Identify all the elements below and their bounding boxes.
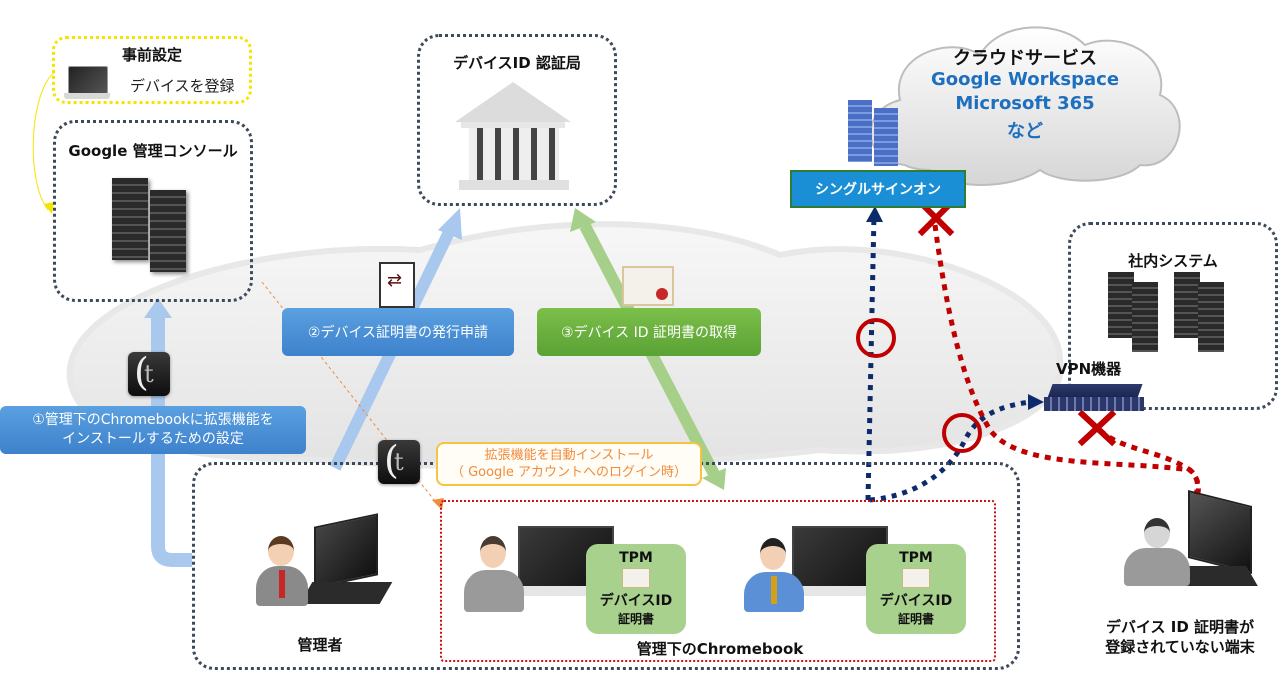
internal-server-icon <box>1108 272 1238 354</box>
cloud-title: クラウドサービス <box>953 48 1097 69</box>
cloud-service-3: など <box>1007 121 1043 142</box>
vpn-device-icon <box>1044 384 1144 414</box>
cloud-service-1: Google Workspace <box>930 69 1120 90</box>
managed-user-male <box>740 526 892 616</box>
deny-mark-vpn <box>1077 409 1117 447</box>
step1-label: ①管理下のChromebookに拡張機能を インストールするための設定 <box>0 406 306 454</box>
sso-server-icon <box>846 96 906 166</box>
admin-label: 管理者 <box>297 636 343 654</box>
pre-setup-box <box>52 36 252 104</box>
certificate-icon <box>622 266 674 306</box>
auto-install-note: 拡張機能を自動インストール （ Google アカウントへのログイン時） <box>436 442 702 486</box>
step3-label: ③デバイス ID 証明書の取得 <box>537 308 761 356</box>
step1-line2: インストールするための設定 <box>62 431 244 447</box>
managed-chromebook-label: 管理下のChromebook <box>636 640 804 658</box>
step1-arrow <box>151 316 192 567</box>
internal-system-title: 社内システム <box>1128 252 1218 270</box>
unregistered-device-avatar <box>1122 490 1262 594</box>
certificate-request-icon: ⇄ <box>379 262 415 308</box>
ok-mark-vpn <box>942 413 982 453</box>
managed-user-female <box>460 526 618 616</box>
unregistered-label-line1: デバイス ID 証明書が <box>1105 618 1255 636</box>
extension-icon: (t <box>128 350 170 396</box>
tpm-certificate-icon-2 <box>902 568 930 588</box>
managed-chromebook-box <box>440 500 996 662</box>
auto-install-line1: 拡張機能を自動インストール <box>484 448 654 463</box>
ok-mark-sso <box>856 318 896 358</box>
step1-line1: ①管理下のChromebookに拡張機能を <box>32 412 274 428</box>
step2-label: ②デバイス証明書の発行申請 <box>282 308 514 356</box>
google-console-box <box>53 120 253 302</box>
tpm-cert-line1-1: デバイスID <box>599 593 673 609</box>
tpm-badge-2: TPM デバイスID 証明書 <box>866 544 966 634</box>
denied-path-sso <box>932 224 1200 498</box>
denied-path-vpn <box>1098 428 1201 500</box>
bank-building-icon <box>455 82 575 190</box>
tpm-cert-line2-2: 証明書 <box>897 612 934 626</box>
ca-box <box>417 34 617 206</box>
presetup-connector <box>32 71 56 211</box>
tpm-title-1: TPM <box>619 550 653 566</box>
tpm-cert-line1-2: デバイスID <box>879 593 953 609</box>
allowed-path-sso <box>865 214 877 501</box>
tpm-badge-1: TPM デバイスID 証明書 <box>586 544 686 634</box>
server-rack-icon <box>108 172 198 272</box>
tpm-title-2: TPM <box>899 550 933 566</box>
cloud-service-shape <box>869 26 1181 186</box>
cloud-service-2: Microsoft 365 <box>955 93 1095 114</box>
google-console-title: Google 管理コンソール <box>68 142 238 160</box>
deny-mark-sso <box>917 199 955 237</box>
pre-setup-title: 事前設定 <box>121 46 182 64</box>
tpm-certificate-icon-1 <box>622 568 650 588</box>
admin-avatar <box>256 513 393 620</box>
auto-install-line2: （ Google アカウントへのログイン時） <box>450 465 688 480</box>
vpn-label: VPN機器 <box>1056 360 1122 378</box>
ca-title: デバイスID 認証局 <box>453 54 581 72</box>
pre-setup-label: デバイスを登録 <box>130 77 235 95</box>
auto-install-extension-icon: (t <box>378 438 420 484</box>
unregistered-label-line2: 登録されていない端末 <box>1105 638 1255 656</box>
tpm-cert-line2-1: 証明書 <box>617 612 654 626</box>
sso-label: シングルサインオン <box>790 170 966 208</box>
laptop-icon <box>64 66 110 102</box>
internal-system-box <box>1068 222 1278 410</box>
